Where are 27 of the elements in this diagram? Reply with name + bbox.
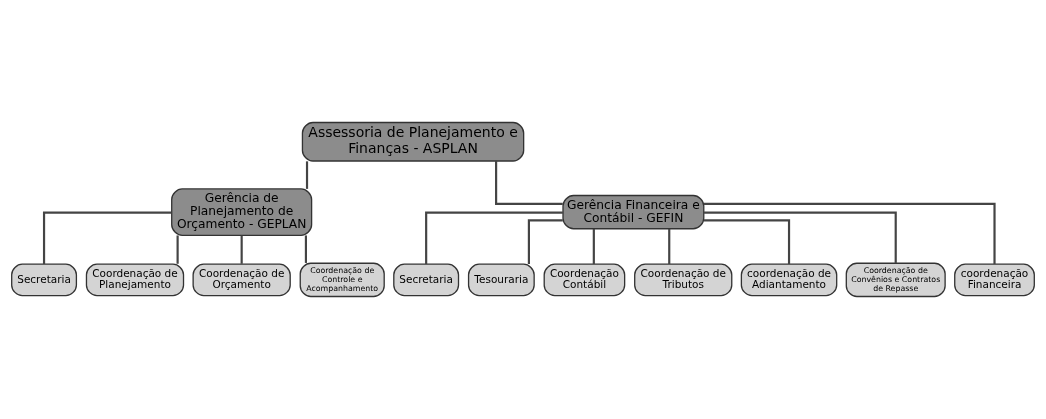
node-box: Coordenação de Orçamento xyxy=(192,263,291,297)
connector xyxy=(592,228,595,265)
connector xyxy=(42,211,172,264)
connector xyxy=(305,161,309,189)
connector xyxy=(704,211,897,264)
connector xyxy=(668,228,671,265)
node-box: Gerência de Planejamento de Orçamento - GEPLAN xyxy=(171,188,313,236)
node-box: Tesouraria xyxy=(467,263,535,297)
node-box: Coordenação de Planejamento xyxy=(85,263,185,297)
node-box: coordenação Financeira xyxy=(954,263,1035,297)
node-box: Gerência Financeira e Contábil - GEFIN xyxy=(562,194,705,230)
node-box: Coordenação de Controle e Acompanhamento xyxy=(299,262,385,298)
node-box: Coordenação de Convênios e Contratos de Repasse xyxy=(845,262,946,298)
connector xyxy=(703,219,791,264)
connector xyxy=(304,235,308,263)
node-box: coordenação de Adiantamento xyxy=(740,263,838,297)
node-box: Secretaria xyxy=(11,263,78,297)
connector xyxy=(703,202,996,265)
connector xyxy=(240,235,243,264)
connector xyxy=(527,219,563,264)
connector xyxy=(176,235,179,264)
connector xyxy=(495,161,563,205)
node-box: Assessoria de Planejamento e Finanças - ASPLAN xyxy=(301,121,525,162)
connector xyxy=(425,211,563,264)
node-box: Coordenação Contábil xyxy=(543,263,626,297)
node-box: Secretaria xyxy=(393,263,460,297)
node-box: Coordenação de Tributos xyxy=(634,263,733,297)
